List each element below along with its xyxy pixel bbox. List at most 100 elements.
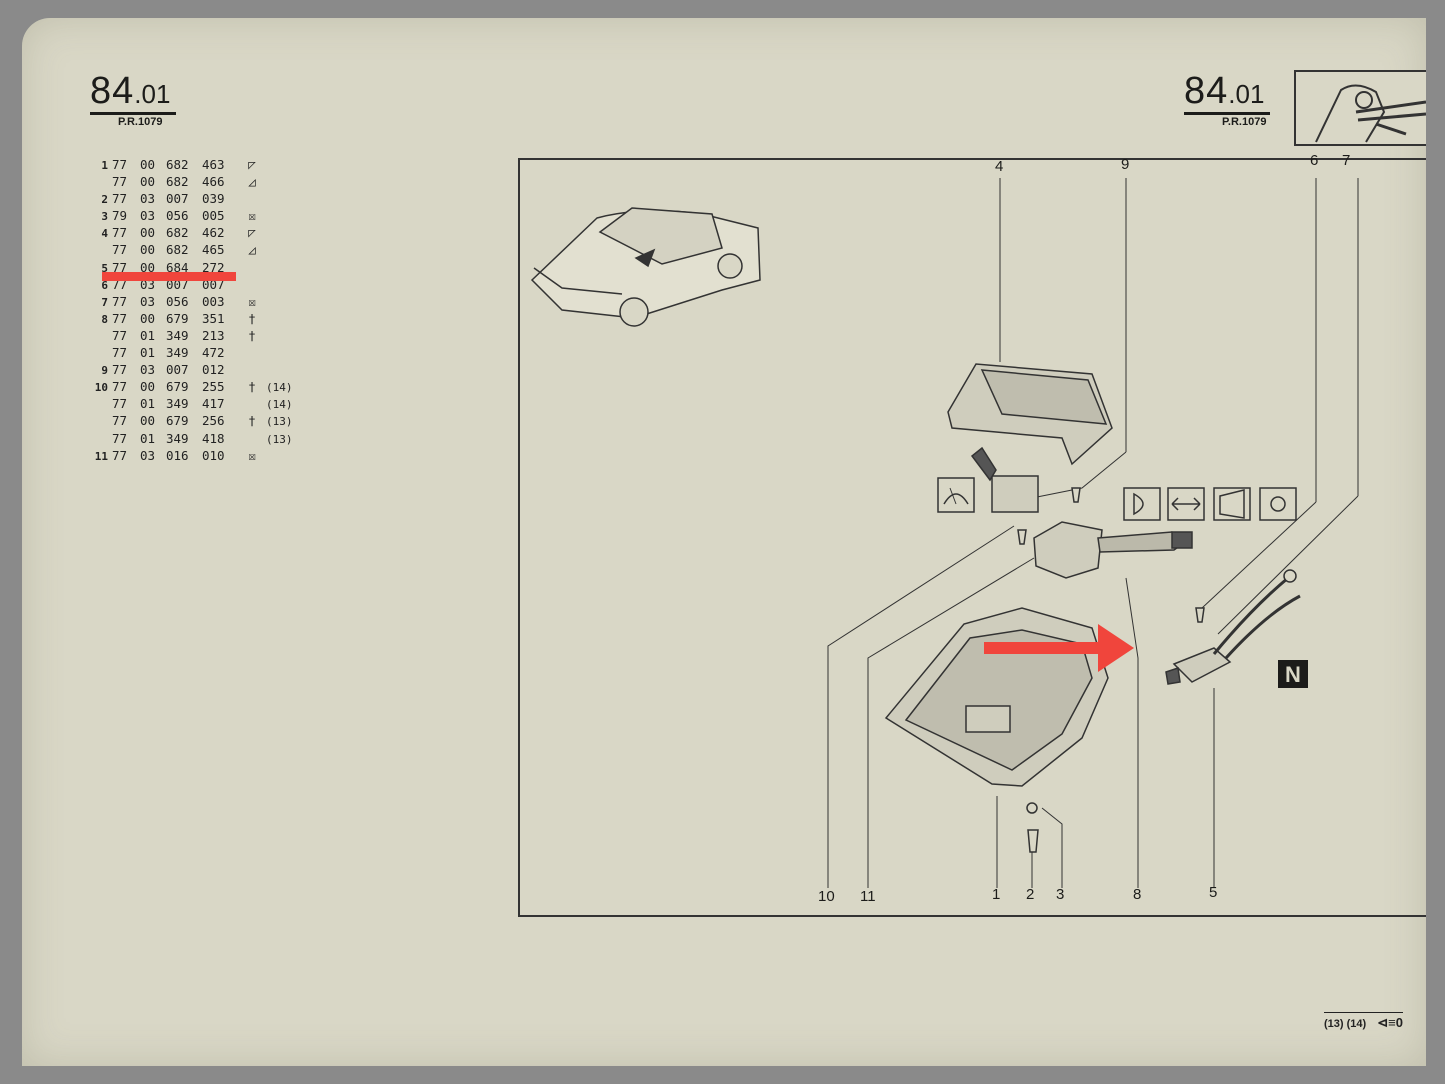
part-num-d: 462 (202, 225, 225, 241)
code-main-left: 84 (90, 70, 135, 112)
part-index: 8 (101, 312, 108, 326)
part-note: (13) (266, 415, 293, 429)
part-num-a: 77 (112, 259, 128, 275)
part-num-c: 679 (166, 413, 189, 429)
part-num-d: 213 (202, 327, 225, 343)
part-num-b: 03 (140, 191, 156, 207)
part-num-a: 77 (112, 293, 128, 309)
part-num-b: 01 (140, 430, 156, 446)
part-symbol: ☒ (248, 447, 256, 463)
part-symbol: ☒ (248, 208, 256, 224)
footer-mark: ⊲≡0 (1377, 1015, 1403, 1030)
part-num-a: 79 (112, 208, 128, 224)
callout-11: 11 (860, 888, 876, 905)
code-sub-right: .01 (1228, 79, 1265, 109)
wiper-switch (970, 446, 1039, 513)
part-index: 11 (94, 449, 108, 463)
part-num-b: 03 (140, 362, 156, 378)
code-main-right: 84 (1184, 70, 1229, 112)
part-num-a: 77 (112, 362, 128, 378)
wiper-symbol-icon (937, 477, 975, 513)
callout-1: 1 (992, 886, 1001, 903)
part-note: (14) (266, 381, 293, 395)
part-num-d: 005 (202, 208, 225, 224)
callout-6: 6 (1310, 152, 1319, 169)
callout-5: 5 (1209, 884, 1218, 901)
leader-lines (827, 178, 1359, 888)
part-note: (14) (266, 398, 293, 412)
part-num-d: 003 (202, 293, 225, 309)
part-num-c: 682 (166, 225, 189, 241)
part-num-c: 682 (166, 242, 189, 258)
part-symbol: ◸ (248, 157, 256, 172)
footer-reference: (13) (14) ⊲≡0 (1324, 1012, 1403, 1031)
part-num-b: 00 (140, 413, 156, 429)
part-num-c: 349 (166, 327, 189, 343)
part-symbol: ☒ (248, 293, 256, 309)
part-symbol: ◿ (248, 242, 256, 258)
part-num-d: 351 (202, 310, 225, 326)
part-num-a: 77 (112, 430, 128, 446)
part-num-b: 01 (140, 345, 156, 361)
part-num-c: 349 (166, 430, 189, 446)
part-num-a: 77 (112, 242, 128, 258)
part-num-c: 682 (166, 157, 189, 172)
part-num-b: 00 (140, 259, 156, 275)
part-num-c: 007 (166, 191, 189, 207)
part-note: (13) (266, 432, 293, 446)
part-num-d: 418 (202, 430, 225, 446)
part-symbol: † (248, 310, 256, 326)
part-num-b: 00 (140, 379, 156, 395)
pr-ref-right: P.R.1079 (1222, 116, 1267, 128)
part-index: 9 (101, 364, 108, 378)
part-num-d: 039 (202, 191, 225, 207)
switch-cover (947, 363, 1113, 466)
part-index: 10 (94, 381, 108, 395)
part-symbol: ◸ (248, 225, 256, 241)
part-num-d: 012 (202, 362, 225, 378)
part-num-b: 03 (140, 447, 156, 463)
part-num-d: 272 (202, 259, 225, 275)
part-index: 5 (101, 261, 108, 275)
part-num-d: 466 (202, 174, 225, 190)
lighting-switch (1033, 521, 1193, 579)
part-num-a: 77 (112, 327, 128, 343)
part-symbol: ◿ (248, 174, 256, 190)
part-num-c: 056 (166, 293, 189, 309)
part-index: 2 (101, 193, 108, 207)
callout-3: 3 (1056, 886, 1065, 903)
code-underline-right (1184, 112, 1270, 115)
part-num-c: 056 (166, 208, 189, 224)
part-num-a: 77 (112, 413, 128, 429)
part-num-a: 77 (112, 396, 128, 412)
code-underline-left (90, 112, 176, 115)
part-num-b: 01 (140, 327, 156, 343)
part-num-c: 682 (166, 174, 189, 190)
pr-ref-left: P.R.1079 (118, 116, 163, 128)
callout-10: 10 (818, 888, 835, 905)
part-num-d: 255 (202, 379, 225, 395)
highlight-arrow (984, 624, 1134, 672)
wiring-connector (1165, 569, 1301, 685)
function-symbols (1123, 487, 1297, 521)
part-index: 4 (101, 227, 108, 241)
part-num-a: 77 (112, 174, 128, 190)
callout-2: 2 (1026, 886, 1035, 903)
part-num-d: 472 (202, 345, 225, 361)
part-index: 1 (101, 159, 108, 172)
callout-8: 8 (1133, 886, 1142, 903)
steering-column-icon (1315, 84, 1426, 143)
part-num-d: 256 (202, 413, 225, 429)
part-num-c: 679 (166, 310, 189, 326)
